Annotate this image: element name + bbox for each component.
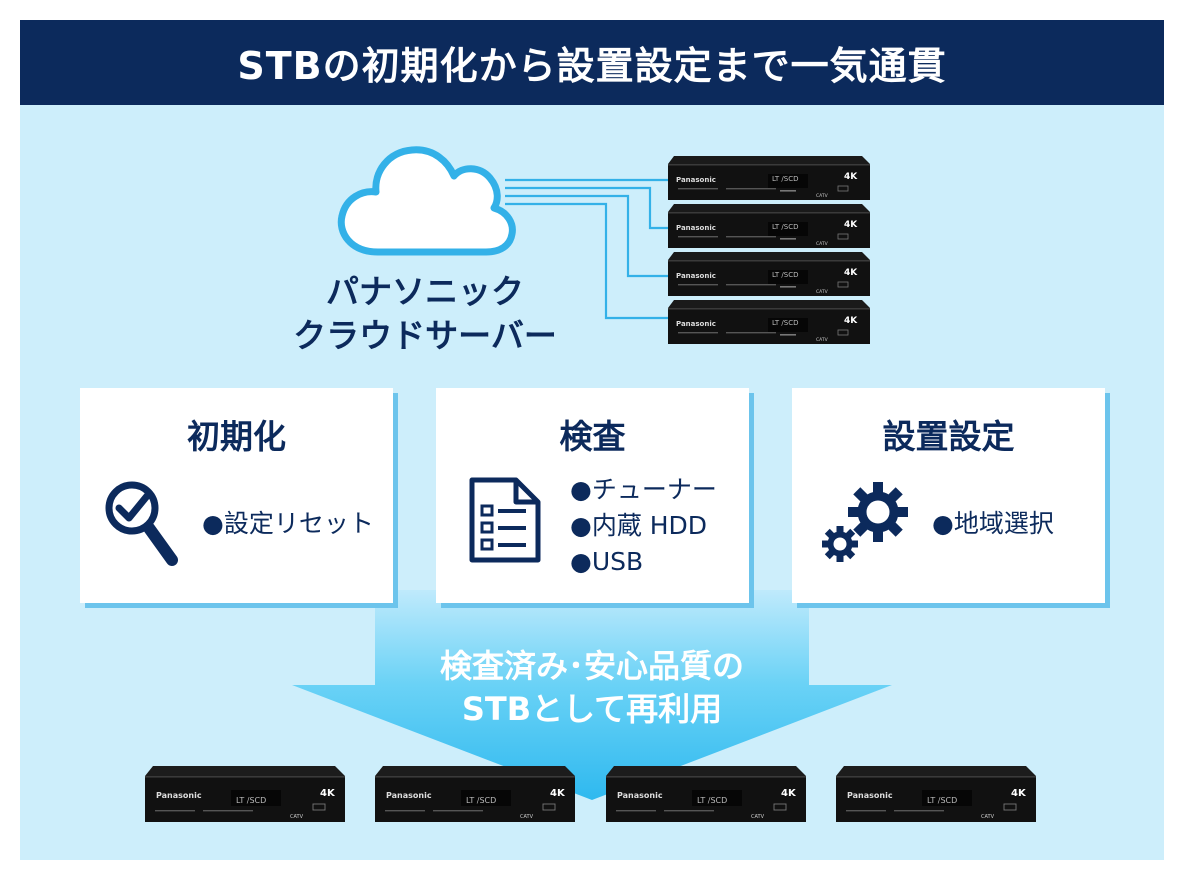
cloud-icon [337, 146, 516, 256]
stb-bottom-1: Panasonic 4K LT /SCD CATV [144, 765, 346, 823]
card-title-setup: 設置設定 [882, 417, 1015, 456]
cloud-label-line2: クラウドサーバー [293, 316, 557, 355]
stb-brand-label: Panasonic [676, 176, 716, 184]
stb-catv-label: CATV [520, 814, 534, 820]
header-title: STBの初期化から設置設定まで一気通貫 [20, 20, 1164, 105]
card-item-tuner: ●チューナー [570, 475, 717, 504]
stb-unit-1: Panasonic 4K LT /SCD CATV [668, 155, 871, 201]
stb-brand-label: Panasonic [676, 224, 716, 232]
stb-brand-label: Panasonic [156, 791, 202, 800]
stb-bottom-2: Panasonic 4K LT /SCD CATV [374, 765, 576, 823]
stb-display-text: LT /SCD [466, 796, 496, 805]
stb-4k-badge: 4K [1011, 788, 1027, 799]
stb-catv-label: CATV [751, 814, 765, 820]
stb-catv-label: CATV [290, 814, 304, 820]
card-inspection: 検査 ●チューナー ●内蔵 HDD ●USB [436, 388, 749, 603]
stb-catv-label: CATV [816, 241, 829, 247]
magnifier-check-icon [105, 481, 178, 566]
stb-4k-badge: 4K [320, 788, 336, 799]
card-item-usb: ●USB [570, 547, 644, 576]
stb-brand-label: Panasonic [676, 320, 716, 328]
stb-unit-2: Panasonic 4K LT /SCD CATV [668, 203, 871, 249]
card-title-inspection: 検査 [559, 417, 626, 456]
stb-brand-label: Panasonic [617, 791, 663, 800]
stb-catv-label: CATV [816, 193, 829, 199]
result-line2: STBとして再利用 [461, 690, 723, 728]
result-line1: 検査済み･安心品質の [439, 647, 744, 685]
card-title-initialize: 初期化 [187, 417, 286, 456]
stb-display-text: LT /SCD [772, 223, 799, 231]
stb-4k-badge: 4K [550, 788, 566, 799]
stb-4k-badge: 4K [781, 788, 797, 799]
stb-bottom-4: Panasonic 4K LT /SCD CATV [835, 765, 1037, 823]
card-item-region: ●地域選択 [932, 509, 1054, 538]
stb-brand-label: Panasonic [676, 272, 716, 280]
card-item-reset: ●設定リセット [202, 509, 374, 538]
stb-unit-4: Panasonic 4K LT /SCD CATV [668, 299, 871, 345]
card-setup: 設置設定 [792, 388, 1105, 603]
stb-brand-label: Panasonic [847, 791, 893, 800]
stb-bottom-3: Panasonic 4K LT /SCD CATV [605, 765, 807, 823]
cloud-server-label: パナソニック クラウドサーバー [275, 270, 575, 358]
stb-4k-badge: 4K [844, 220, 858, 230]
stb-unit-3: Panasonic 4K LT /SCD CATV [668, 251, 871, 297]
stb-display-text: LT /SCD [772, 175, 799, 183]
stb-catv-label: CATV [981, 814, 995, 820]
card-initialize: 初期化 ●設定リセット [80, 388, 393, 603]
stb-4k-badge: 4K [844, 316, 858, 326]
stb-display-text: LT /SCD [697, 796, 727, 805]
stb-display-text: LT /SCD [772, 271, 799, 279]
cloud-label-line1: パナソニック [326, 272, 524, 311]
stb-display-text: LT /SCD [927, 796, 957, 805]
stb-brand-label: Panasonic [386, 791, 432, 800]
stb-catv-label: CATV [816, 337, 829, 343]
stb-4k-badge: 4K [844, 172, 858, 182]
checklist-document-icon [469, 477, 541, 563]
gears-icon [822, 482, 908, 562]
stb-display-text: LT /SCD [772, 319, 799, 327]
stb-stack: Panasonic 4K LT /SCD CATV Panasonic 4K L… [668, 155, 871, 345]
stb-4k-badge: 4K [844, 268, 858, 278]
stb-catv-label: CATV [816, 289, 829, 295]
card-item-hdd: ●内蔵 HDD [570, 511, 708, 540]
stb-display-text: LT /SCD [236, 796, 266, 805]
result-text: 検査済み･安心品質の STBとして再利用 [292, 645, 892, 731]
